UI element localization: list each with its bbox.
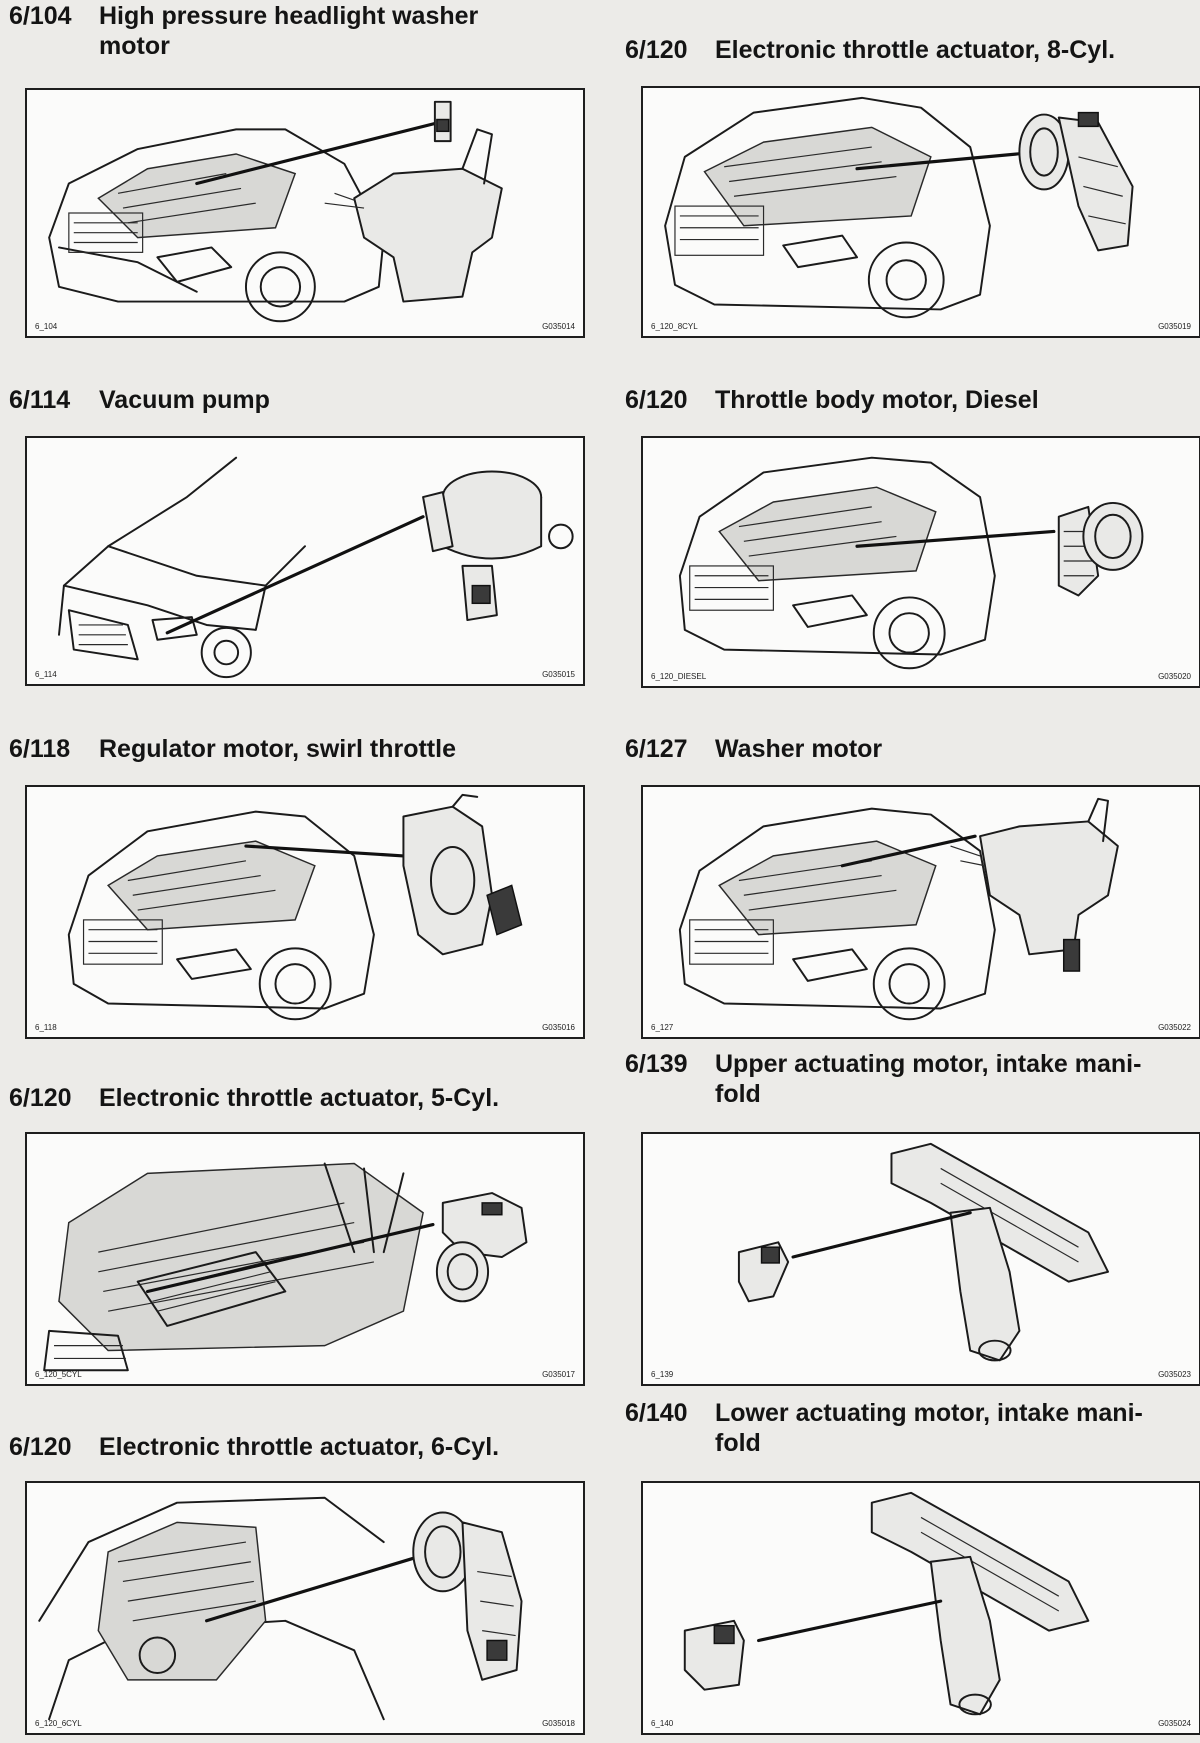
figure-frame: 6_114 G035015 [25,436,585,686]
engine-6cyl-illustration [38,1496,523,1721]
entry-title-line-2: motor [99,32,170,60]
entry-code: 6/104 [9,2,72,30]
entry-title: Electronic throttle actuator, 6-Cyl. [99,1433,500,1461]
figure-frame: 6_139 G035023 [641,1132,1200,1386]
car-vacuum-pump-illustration [58,456,574,679]
entry-title-line-2: fold [715,1429,761,1457]
entry-code: 6/127 [625,735,688,763]
entry-title: Electronic throttle actuator, 5-Cyl. [99,1084,500,1112]
car-8cyl-illustration [664,96,1134,319]
entry-code: 6/120 [625,36,688,64]
entry-title-line-2: fold [715,1080,761,1108]
figure-ref: G035018 [542,1719,575,1728]
figure-frame: 6_120_8CYL G035019 [641,86,1200,338]
entry-code: 6/120 [625,386,688,414]
entry-title: Regulator motor, swirl throttle [99,735,456,763]
entry-code: 6/140 [625,1399,688,1427]
figure-frame: 6_140 G035024 [641,1481,1200,1735]
entry-code: 6/118 [9,735,71,763]
car-diesel-illustration [678,456,1144,670]
figure-id: 6_118 [35,1023,57,1032]
figure-frame: 6_120_6CYL G035018 [25,1481,585,1735]
figure-frame: 6_104 G035014 [25,88,585,338]
figure-id: 6_120_DIESEL [651,672,707,681]
figure-ref: G035014 [542,322,575,331]
entry-title: Lower actuating motor, intake mani- [715,1399,1143,1427]
figure-ref: G035017 [542,1370,575,1379]
entry-code: 6/120 [9,1084,72,1112]
figure-id: 6_114 [35,670,57,679]
engine-bay-5cyl-illustration [43,1162,528,1372]
entry-code: 6/120 [9,1433,72,1461]
car-swirl-throttle-illustration [67,793,523,1021]
figure-ref: G035016 [542,1023,575,1032]
figure-id: 6_140 [651,1719,674,1728]
entry-title: Throttle body motor, Diesel [715,386,1039,414]
figure-id: 6_127 [651,1023,674,1032]
figure-id: 6_120_6CYL [35,1719,82,1728]
car-washer-illustration [48,100,503,323]
figure-frame: 6_127 G035022 [641,785,1200,1039]
figure-ref: G035023 [1158,1370,1191,1379]
car-washer-motor-illustration [678,797,1119,1021]
figure-ref: G035020 [1158,672,1191,681]
entry-code: 6/114 [9,386,71,414]
figure-ref: G035019 [1158,322,1191,331]
intake-manifold-upper-illustration [737,1142,1109,1362]
entry-code: 6/139 [625,1050,688,1078]
entry-title: Vacuum pump [99,386,270,414]
figure-id: 6_120_8CYL [651,322,698,331]
figure-id: 6_104 [35,322,58,331]
entry-title: Electronic throttle actuator, 8-Cyl. [715,36,1116,64]
figure-ref: G035024 [1158,1719,1191,1728]
figure-frame: 6_120_5CYL G035017 [25,1132,585,1386]
intake-manifold-lower-illustration [683,1491,1090,1716]
entry-title: Upper actuating motor, intake mani- [715,1050,1142,1078]
figure-frame: 6_118 G035016 [25,785,585,1039]
figure-frame: 6_120_DIESEL G035020 [641,436,1200,688]
figure-id: 6_139 [651,1370,674,1379]
figure-ref: G035015 [542,670,575,679]
entry-title: Washer motor [715,735,883,763]
figure-id: 6_120_5CYL [35,1370,82,1379]
entry-title: High pressure headlight washer [99,2,479,30]
figure-ref: G035022 [1158,1023,1191,1032]
